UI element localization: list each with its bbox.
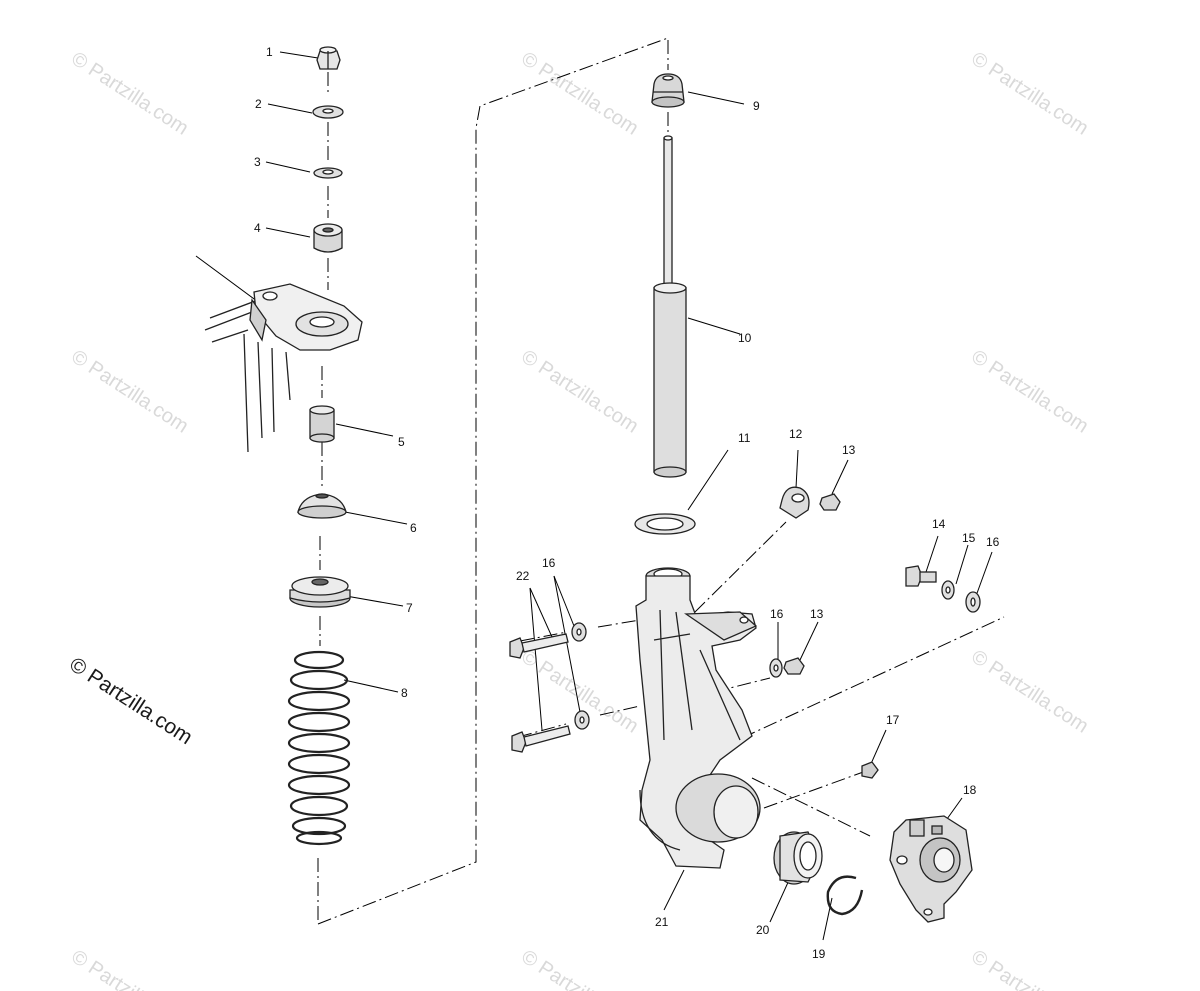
leader-lines	[195, 51, 993, 941]
callout-6: 6	[410, 521, 417, 535]
coil-spring-part	[287, 650, 351, 846]
bushing-part	[313, 223, 343, 253]
watermark: © Partzilla.com	[67, 346, 192, 438]
callout-18: 18	[963, 783, 977, 797]
washer-part	[941, 580, 955, 600]
upper-mount-bracket	[204, 283, 363, 453]
callout-8: 8	[401, 686, 408, 700]
spacer-part	[309, 405, 335, 443]
callout-1: 1	[266, 45, 273, 59]
callout-10: 10	[738, 331, 752, 345]
callout-14: 14	[932, 517, 946, 531]
bolt-part	[905, 565, 937, 587]
callout-12: 12	[789, 427, 803, 441]
watermark: © Partzilla.com	[517, 48, 642, 140]
watermark: © Partzilla.com	[517, 946, 642, 991]
callout-17: 17	[886, 713, 900, 727]
jounce-bumper-part	[651, 73, 685, 108]
bleeder-screw-part	[861, 761, 879, 779]
callout-16: 16	[986, 535, 1000, 549]
callout-9: 9	[753, 99, 760, 113]
callout-13: 13	[842, 443, 856, 457]
callout-5: 5	[398, 435, 405, 449]
callout-11: 11	[738, 431, 751, 445]
callout-20: 20	[756, 923, 770, 937]
bolt-part	[509, 633, 569, 659]
assembly-lines	[317, 37, 1005, 925]
watermark: © Partzilla.com	[967, 646, 1092, 738]
callout-19: 19	[812, 947, 826, 961]
watermark: © Partzilla.com	[967, 346, 1092, 438]
washer-part	[313, 167, 343, 179]
steering-knuckle-part	[635, 567, 761, 869]
nut-part	[783, 657, 805, 675]
callout-4: 4	[254, 221, 261, 235]
callout-21: 21	[655, 915, 669, 929]
lock-nut-part	[316, 46, 341, 70]
watermark: © Partzilla.com	[67, 946, 192, 991]
watermark: © Partzilla.com	[967, 48, 1092, 140]
brake-caliper-part	[889, 815, 973, 923]
callout-labels: 1 2 3 4 5 6 7 8 9 10 11 12 13 14 15 16 1…	[254, 45, 1000, 961]
shock-absorber-part	[653, 135, 687, 478]
snap-ring-part	[826, 875, 864, 916]
nut-part	[819, 493, 841, 511]
callout-16: 16	[770, 607, 784, 621]
shim-washer-part	[634, 513, 696, 535]
washer-part	[574, 710, 590, 730]
bolt-part	[511, 725, 571, 753]
callout-3: 3	[254, 155, 261, 169]
callout-7: 7	[406, 601, 413, 615]
callout-15: 15	[962, 531, 976, 545]
watermark: © Partzilla.com	[967, 946, 1092, 991]
clamp-part	[779, 486, 810, 519]
watermark: © Partzilla.com	[517, 346, 642, 438]
spring-retainer-part	[289, 576, 351, 608]
callout-22: 22	[516, 569, 530, 583]
partzilla-watermark: © Partzilla.com	[65, 653, 196, 749]
callout-13: 13	[810, 607, 824, 621]
washer-part	[312, 105, 344, 119]
callout-16: 16	[542, 556, 556, 570]
spring-cup-part	[297, 493, 347, 519]
wheel-bearing-part	[773, 831, 823, 885]
watermark: © Partzilla.com	[67, 48, 192, 140]
washer-part	[571, 622, 587, 642]
callout-2: 2	[255, 97, 262, 111]
washer-part	[965, 591, 981, 613]
washer-part	[769, 658, 783, 678]
